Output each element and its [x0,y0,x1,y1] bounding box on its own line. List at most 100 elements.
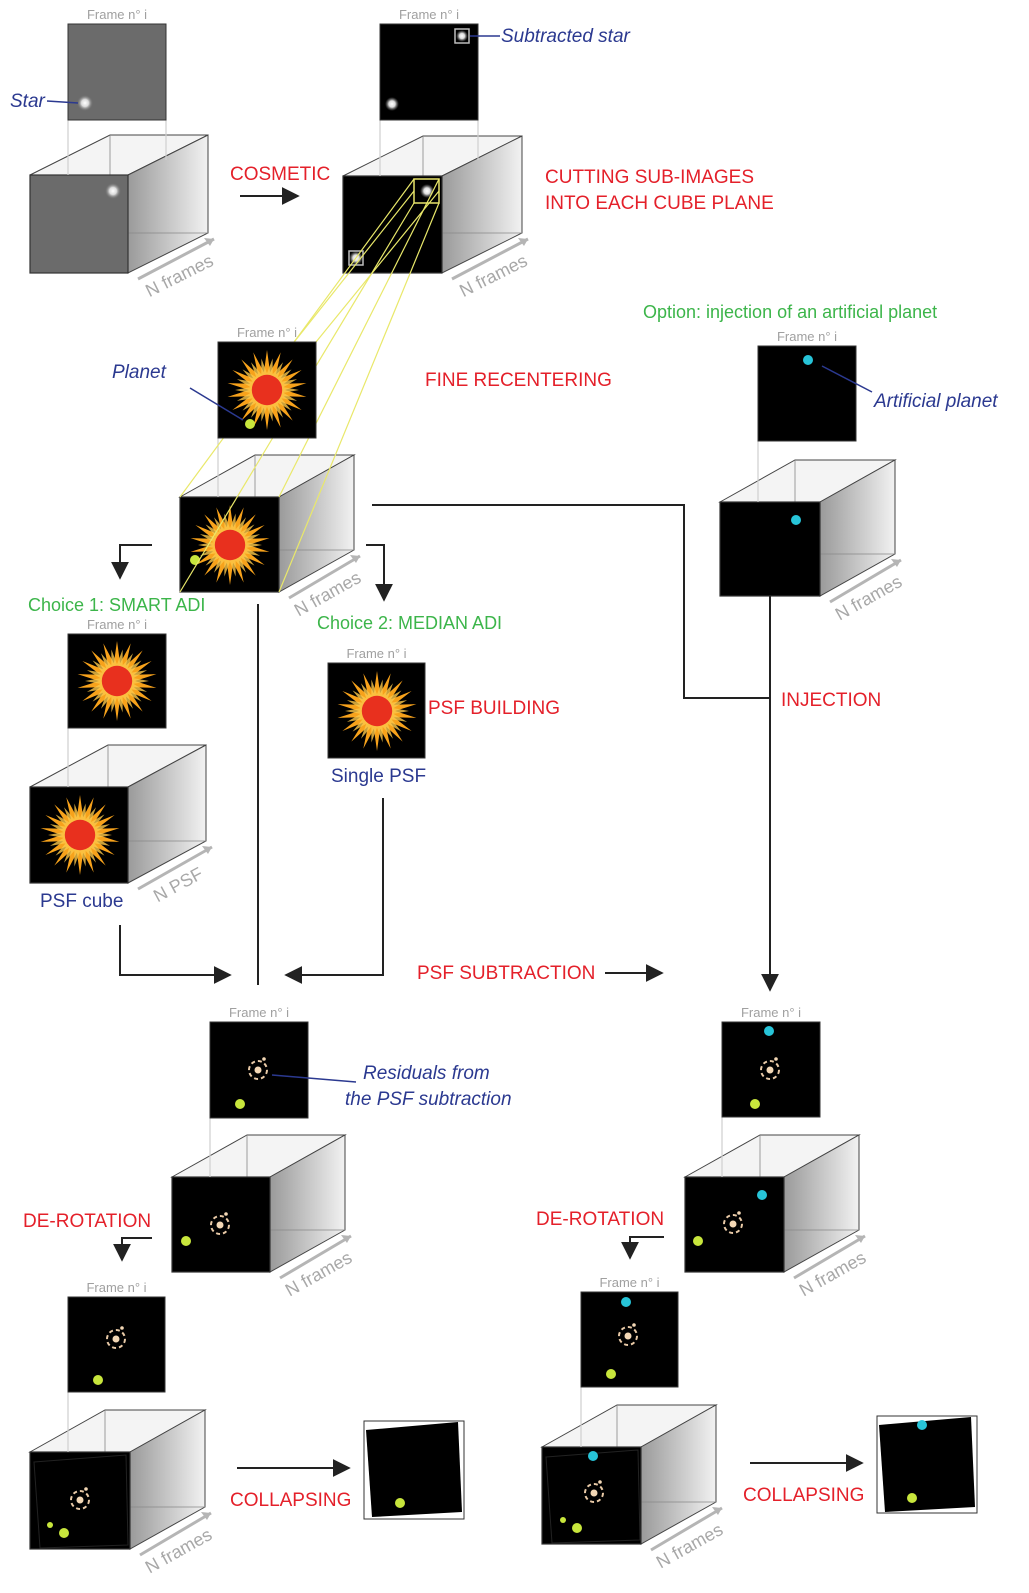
subtracted-star-label: Subtracted star [501,26,630,47]
choice1-arrow [111,544,152,580]
psf-cube-label: PSF cube [40,891,124,912]
planet-dot-icon [750,1099,760,1109]
depth-arrow [139,1511,212,1557]
derotated-frame: Frame n° i [67,1280,166,1393]
frame-label: Frame n° i [346,646,406,661]
cut-connector [278,178,440,498]
option-label: Option: injection of an artificial plane… [643,302,938,322]
raw-frame: Frame n° i [67,7,167,121]
derotation-right-label: DE-ROTATION [536,1209,665,1230]
frame-label: Frame n° i [777,329,837,344]
depth-arrow [137,845,213,891]
residual-ring-icon [618,1323,638,1346]
derotation-right-arrow [621,1236,664,1260]
single-psf-arrow [284,798,384,984]
recentered-cube: N frames [178,454,364,620]
planet-pointer [189,387,244,421]
artificial-planet-dot-icon [621,1297,631,1307]
planet-dot-icon [907,1493,917,1503]
star-icon [105,183,121,199]
injection-line [372,504,770,699]
cut-connector [278,202,440,593]
residuals-label-line2: the PSF subtraction [345,1089,512,1110]
artificial-planet-dot-icon [917,1420,927,1430]
depth-arrow [288,554,361,600]
subtracted-injected-frame: Frame n° i [721,1005,821,1118]
sun-burst-icon [77,641,157,721]
planet-dot-icon [245,419,255,429]
depth-arrow [650,1506,723,1552]
derotation-left-arrow [113,1237,152,1262]
recentered-frame: Frame n° i [217,325,317,439]
star-icon [77,95,93,111]
frame-label: Frame n° i [399,7,459,22]
sun-burst-icon [40,795,120,875]
frame-label: Frame n° i [86,1280,146,1295]
star-icon [420,184,434,198]
artificial-planet-pointer [821,365,873,393]
cosmetic-label: COSMETIC [230,164,331,185]
frame-label: Frame n° i [229,1005,289,1020]
derotation-left-label: DE-ROTATION [23,1211,152,1232]
planet-dot-icon [59,1528,69,1538]
depth-arrow [829,558,902,604]
sun-burst-icon [190,505,270,585]
injection-label: INJECTION [781,690,882,711]
planet-dot-icon [606,1369,616,1379]
single-psf-label: Single PSF [331,766,427,787]
sun-burst-icon [337,671,417,751]
residual-ring-icon [584,1480,604,1503]
depth-arrow [137,237,215,281]
cosmetic-cube: N frames [342,135,530,301]
cube-front-plane [719,501,821,597]
residuals-label-line1: Residuals from [363,1063,490,1084]
subtracted-frame: Frame n° i [209,1005,309,1119]
cosmetic-frame: Frame n° i [379,7,479,121]
planet-dot-icon [560,1517,566,1523]
collapsing-right-label: COLLAPSING [743,1485,865,1506]
choice2-label: Choice 2: MEDIAN ADI [317,613,503,633]
residual-ring-icon [248,1057,268,1080]
residual-ring-icon [106,1326,126,1349]
depth-arrow [279,1234,352,1280]
planet-dot-icon [190,555,200,565]
artificial-planet-label: Artificial planet [874,391,998,412]
sun-burst-icon [227,350,307,430]
planet-dot-icon [395,1498,405,1508]
residual-ring-icon [210,1212,230,1235]
collapsing-left-label: COLLAPSING [230,1490,352,1511]
planet-label: Planet [112,362,166,383]
residuals-pointer [271,1074,357,1083]
collapsed-image [363,1420,465,1520]
subtracted-injected-cube: N frames [683,1134,869,1300]
choice2-arrow [366,544,393,602]
star-label: Star [10,91,45,112]
star-icon [385,97,399,111]
psf-building-label: PSF BUILDING [428,698,560,719]
planet-dot-icon [181,1236,191,1246]
artificial-planet-dot-icon [757,1190,767,1200]
cutting-label-line2: INTO EACH CUBE PLANE [545,193,774,214]
cutting-label-line1: CUTTING SUB-IMAGES [545,167,755,188]
fine-recentering-label: FINE RECENTERING [425,370,612,391]
frame-label: Frame n° i [741,1005,801,1020]
artificial-planet-dot-icon [803,355,813,365]
depth-label: N PSF [150,863,206,906]
planet-dot-icon [235,1099,245,1109]
artificial-planet-dot-icon [791,515,801,525]
raw-cube: N frames [29,134,216,301]
psf-cube-arrow [119,925,232,984]
frame-label: Frame n° i [237,325,297,340]
derotated-injected-frame: Frame n° i [580,1275,679,1388]
frame-label: Frame n° i [87,7,147,22]
median-adi-frame: Frame n° i [327,646,426,759]
depth-arrow [451,237,529,281]
choice1-label: Choice 1: SMART ADI [28,595,206,615]
derotated-injected-cube: N frames [540,1404,726,1572]
frame-label: Frame n° i [599,1275,659,1290]
planet-dot-icon [47,1522,53,1528]
residual-ring-icon [70,1487,90,1510]
derotated-cube: N frames [28,1409,215,1577]
cut-connector [315,190,440,343]
